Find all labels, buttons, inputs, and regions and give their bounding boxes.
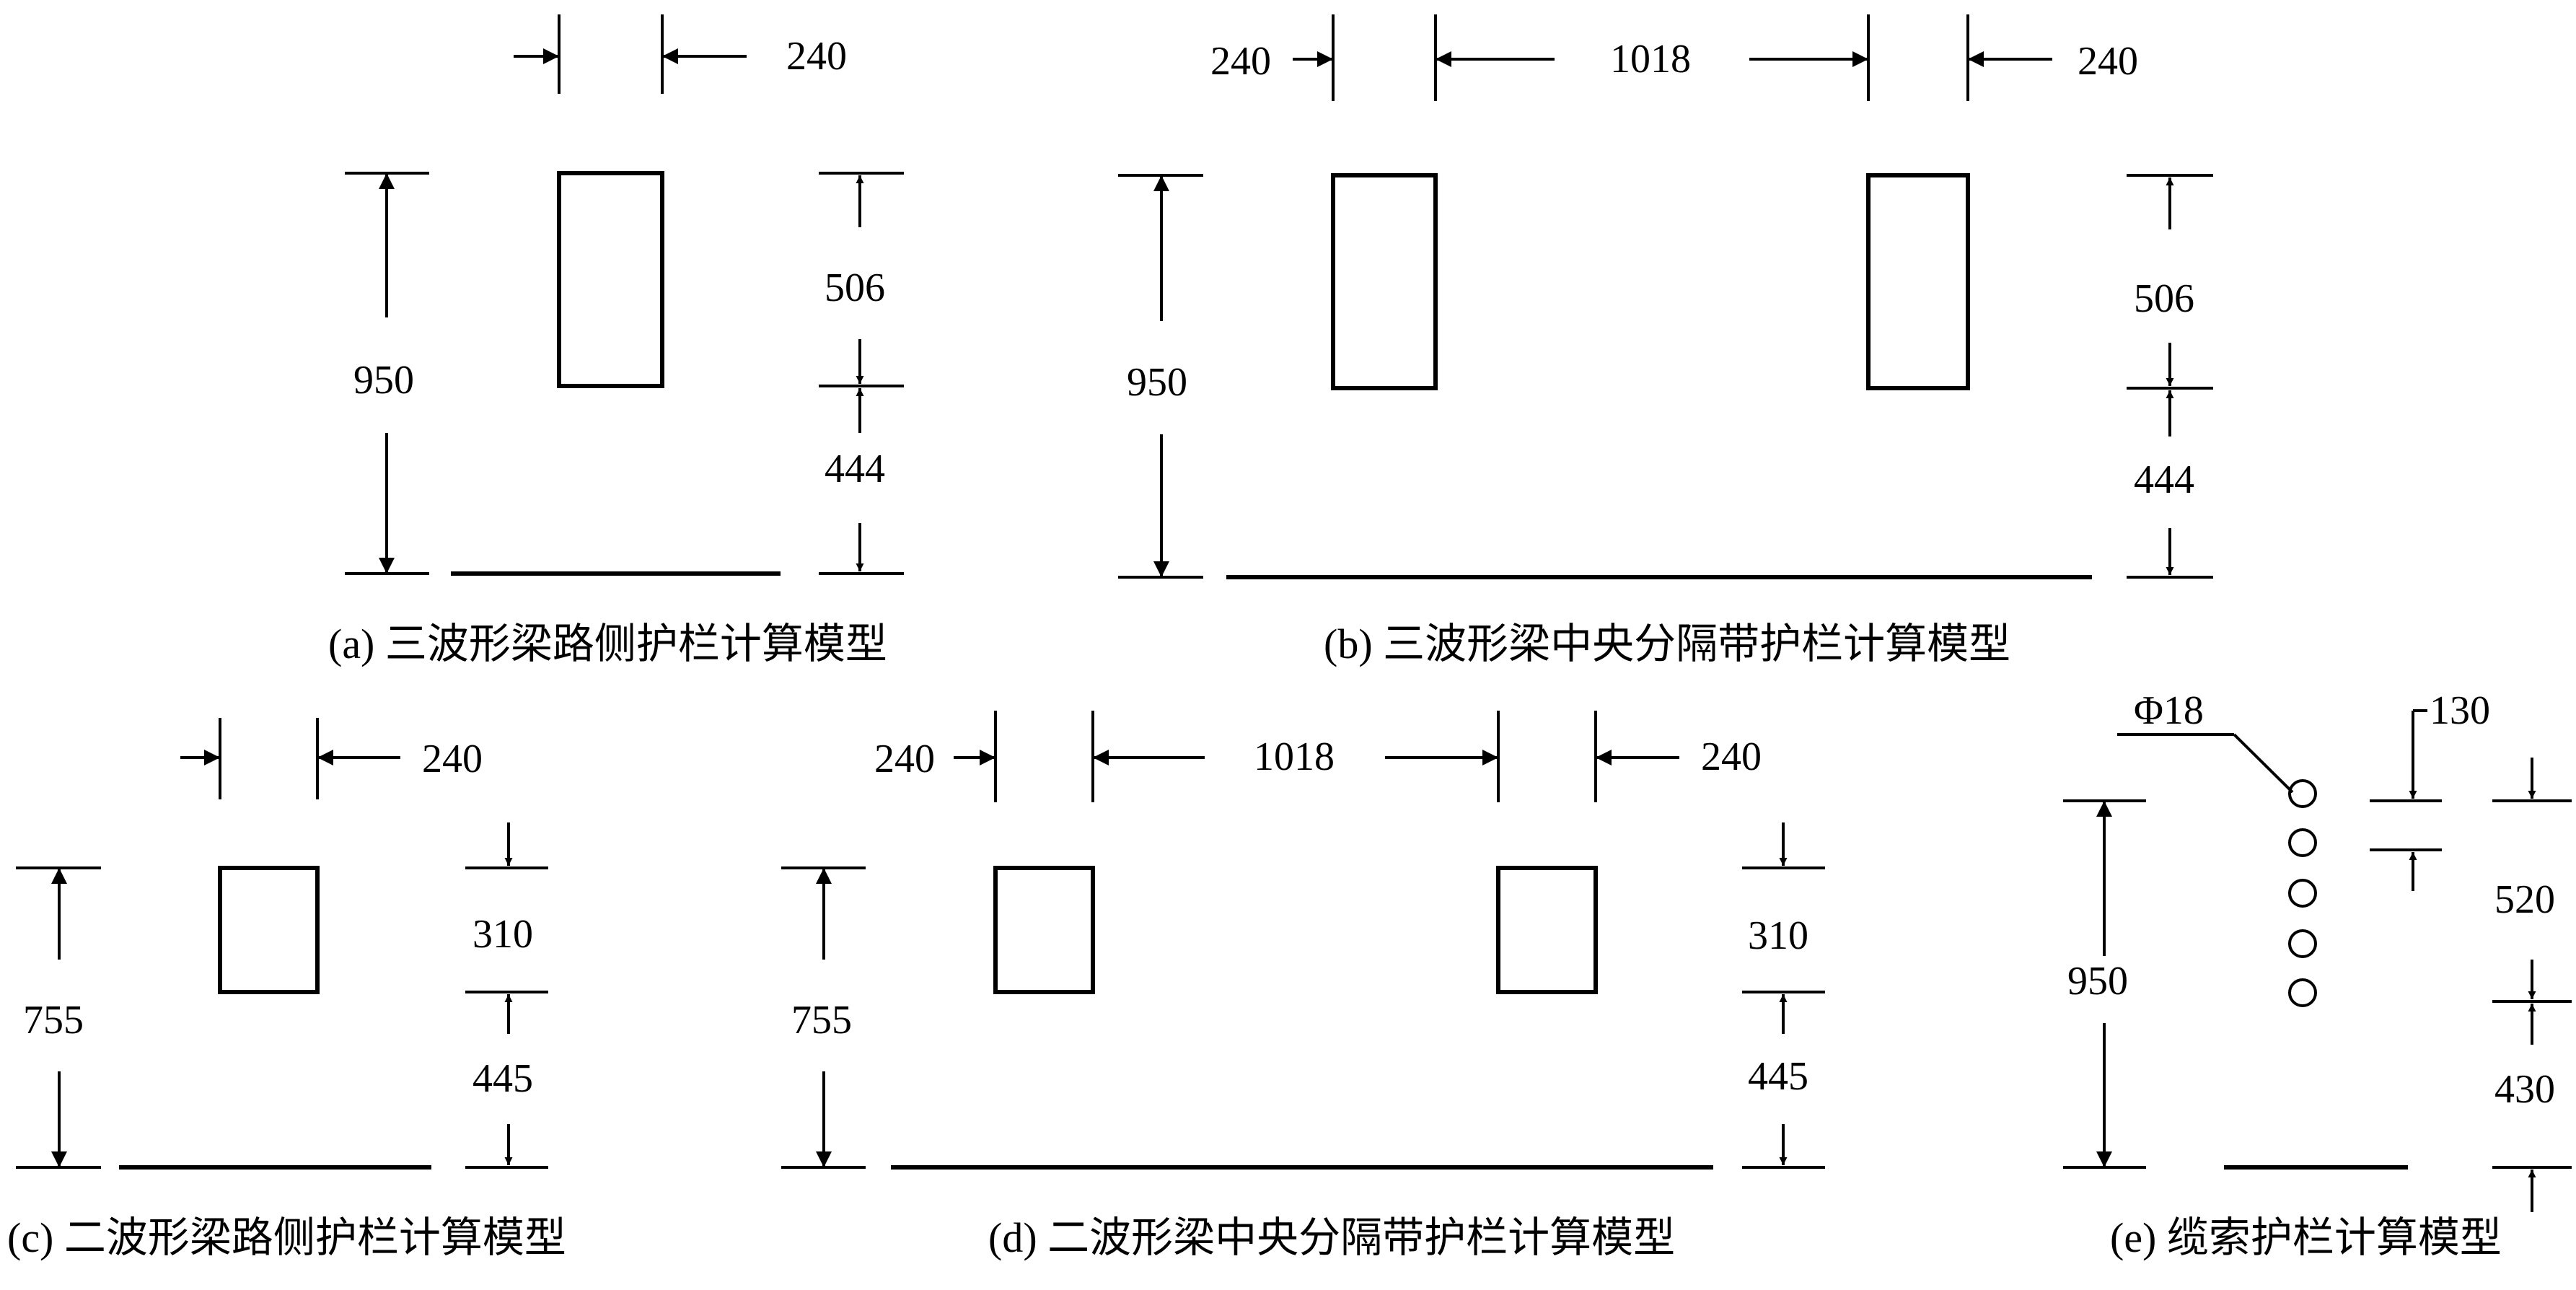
panel-b-gap-label: 1018	[1610, 37, 1691, 82]
panel-b-height-label: 950	[1127, 360, 1187, 405]
panel-d-right-width-label: 240	[1701, 734, 1762, 779]
panel-e-bottom-label: 430	[2494, 1067, 2555, 1112]
panel-e: Φ18 130 950 520 430 (e) 缆索护栏计算模型	[2063, 688, 2572, 1261]
panel-c-top-label: 310	[472, 912, 533, 957]
panel-d-height-label: 755	[791, 998, 852, 1043]
panel-c-caption: (c) 二波形梁路侧护栏计算模型	[7, 1214, 566, 1261]
panel-c-bottom-label: 445	[472, 1056, 533, 1101]
panel-b-bottom-label: 444	[2134, 457, 2194, 502]
panel-b-left-beam	[1331, 173, 1438, 390]
panel-e-diameter-label: Φ18	[2134, 688, 2204, 733]
panel-d-top-label: 310	[1748, 913, 1808, 958]
panel-e-cable-3	[2288, 879, 2317, 908]
panel-c-width-label: 240	[422, 737, 483, 781]
panel-e-spacing-label: 130	[2430, 688, 2490, 733]
panel-c-beam	[218, 866, 320, 994]
panel-e-caption: (e) 缆索护栏计算模型	[2110, 1214, 2502, 1261]
panel-e-cable-2	[2288, 828, 2317, 857]
panel-b-left-width-label: 240	[1210, 39, 1271, 84]
panel-a-beam	[557, 171, 664, 388]
panel-c-height-label: 755	[23, 998, 84, 1043]
panel-d-bottom-label: 445	[1748, 1054, 1808, 1099]
panel-d: 240 1018 240 755 310 445 (d) 二波形梁中央分隔带护栏…	[781, 711, 1825, 1261]
panel-e-top-label: 520	[2494, 877, 2555, 922]
panel-e-cable-4	[2288, 929, 2317, 958]
panel-b-right-beam	[1866, 173, 1970, 390]
panel-b-caption: (b) 三波形梁中央分隔带护栏计算模型	[1324, 620, 2010, 667]
panel-e-cable-1	[2288, 779, 2317, 808]
panel-b: 240 1018 240 950 506 444 (b) 三波形梁中央分隔带护栏…	[1118, 14, 2213, 667]
panel-d-right-beam	[1496, 866, 1598, 994]
panel-c: 240 755 310 445 (c) 二波形梁路侧护栏计算模型	[7, 718, 566, 1261]
panel-d-caption: (d) 二波形梁中央分隔带护栏计算模型	[988, 1214, 1675, 1261]
panel-a: 240 950 506 444 (a) 三波形梁路侧护栏计算模型	[328, 14, 904, 667]
panel-a-caption: (a) 三波形梁路侧护栏计算模型	[328, 620, 887, 667]
panel-a-height-label: 950	[353, 358, 414, 403]
panel-e-height-label: 950	[2067, 959, 2128, 1004]
panel-d-left-beam	[993, 866, 1095, 994]
panel-b-top-label: 506	[2134, 276, 2194, 321]
panel-e-cable-5	[2288, 978, 2317, 1007]
panel-a-bottom-label: 444	[825, 447, 885, 491]
panel-d-left-width-label: 240	[874, 737, 935, 781]
panel-b-right-width-label: 240	[2078, 39, 2138, 84]
panel-d-gap-label: 1018	[1254, 734, 1335, 779]
panel-a-width-label: 240	[786, 34, 847, 79]
panel-a-top-label: 506	[825, 266, 885, 310]
